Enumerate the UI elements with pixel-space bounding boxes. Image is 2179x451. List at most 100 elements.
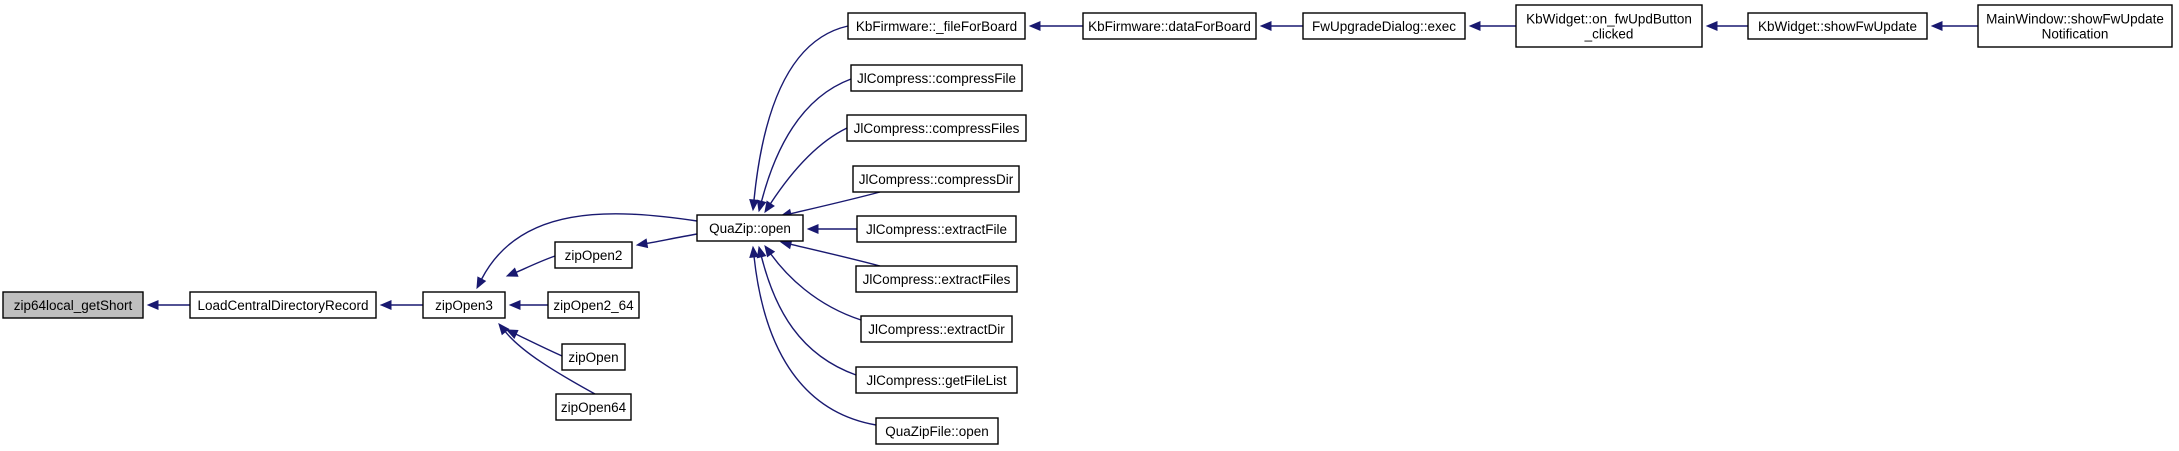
node-box bbox=[422, 291, 506, 319]
edge-n3-n2 bbox=[505, 255, 556, 277]
node-box bbox=[855, 366, 1018, 394]
node-jlcompress-extractdir[interactable]: JlCompress::extractDir bbox=[860, 315, 1013, 343]
node-label: zipOpen2 bbox=[565, 248, 623, 263]
edge-line bbox=[646, 233, 698, 245]
node-label: zipOpen64 bbox=[561, 400, 627, 415]
edge-n18-n17 bbox=[1259, 21, 1303, 31]
node-loadcentraldirectoryrecord[interactable]: LoadCentralDirectoryRecord bbox=[189, 291, 377, 319]
node-quazip-open[interactable]: QuaZip::open bbox=[696, 214, 804, 242]
node-label: JlCompress::compressFile bbox=[857, 71, 1016, 86]
node-jlcompress-extractfile[interactable]: JlCompress::extractFile bbox=[856, 215, 1017, 243]
node-label: KbWidget::on_fwUpdButton bbox=[1526, 12, 1692, 27]
edge-n5-n2 bbox=[505, 329, 563, 357]
node-jlcompress-getfilelist[interactable]: JlCompress::getFileList bbox=[855, 366, 1018, 394]
node-kbfirmware-fileforboard[interactable]: KbFirmware::_fileForBoard bbox=[847, 12, 1026, 40]
node-label: JlCompress::compressFiles bbox=[854, 121, 1020, 136]
node-jlcompress-compressdir[interactable]: JlCompress::compressDir bbox=[852, 165, 1020, 193]
arrowhead-icon bbox=[1259, 21, 1272, 31]
node-zipopen2[interactable]: zipOpen2 bbox=[554, 241, 633, 269]
node-box bbox=[1082, 12, 1257, 40]
node-box bbox=[696, 214, 804, 242]
edge-n21-n20 bbox=[1930, 21, 1978, 31]
edge-n2-n1 bbox=[379, 300, 423, 310]
node-box bbox=[846, 114, 1027, 142]
node-label: FwUpgradeDialog::exec bbox=[1312, 19, 1456, 34]
edge-n10-n7 bbox=[764, 127, 848, 214]
node-label: KbFirmware::_fileForBoard bbox=[856, 19, 1017, 34]
arrowhead-icon bbox=[749, 199, 759, 212]
node-jlcompress-compressfiles[interactable]: JlCompress::compressFiles bbox=[846, 114, 1027, 142]
node-box bbox=[855, 265, 1018, 293]
graph-nodes: zip64local_getShort LoadCentralDirectoryR… bbox=[2, 4, 2173, 445]
edge-n7-n3 bbox=[635, 233, 698, 249]
arrowhead-icon bbox=[1468, 21, 1481, 31]
arrowhead-icon bbox=[1705, 21, 1718, 31]
node-box bbox=[189, 291, 377, 319]
node-box bbox=[1977, 4, 2173, 48]
arrowhead-icon bbox=[764, 200, 775, 214]
edge-line bbox=[516, 255, 556, 273]
node-label: zip64local_getShort bbox=[14, 298, 133, 313]
edge-n7-n2 bbox=[476, 213, 698, 290]
arrowhead-icon bbox=[146, 300, 159, 310]
node-box bbox=[850, 64, 1023, 92]
edge-n9-n7 bbox=[756, 78, 852, 213]
node-label: _clicked bbox=[1584, 27, 1634, 42]
arrowhead-icon bbox=[505, 267, 519, 277]
arrowhead-icon bbox=[756, 199, 767, 213]
arrowhead-icon bbox=[764, 244, 776, 258]
node-label: JlCompress::compressDir bbox=[859, 172, 1014, 187]
arrowhead-icon bbox=[498, 323, 510, 336]
node-zipopen3[interactable]: zipOpen3 bbox=[422, 291, 506, 319]
node-label: zipOpen bbox=[568, 350, 618, 365]
graph-edges bbox=[146, 21, 1978, 426]
node-jlcompress-compressfile[interactable]: JlCompress::compressFile bbox=[850, 64, 1023, 92]
node-zipopen[interactable]: zipOpen bbox=[561, 343, 626, 371]
node-zipopen64[interactable]: zipOpen64 bbox=[555, 393, 632, 421]
edge-n6-n2 bbox=[498, 323, 596, 395]
node-label: JlCompress::extractDir bbox=[868, 322, 1005, 337]
node-label: Notification bbox=[2042, 27, 2109, 42]
edge-n1-n0 bbox=[146, 300, 190, 310]
edge-line bbox=[790, 243, 881, 267]
edge-line bbox=[769, 127, 848, 205]
node-fwupgradedialog-exec[interactable]: FwUpgradeDialog::exec bbox=[1302, 12, 1466, 40]
edge-n17-n8 bbox=[1028, 21, 1083, 31]
node-box bbox=[856, 215, 1017, 243]
edge-line bbox=[753, 25, 849, 201]
edge-n4-n2 bbox=[508, 300, 548, 310]
edge-n8-n7 bbox=[749, 25, 849, 212]
node-zip64local-getshort[interactable]: zip64local_getShort bbox=[2, 291, 144, 319]
node-kbwidget-on-fwupdbutton-clicked[interactable]: KbWidget::on_fwUpdButton_clicked bbox=[1515, 4, 1703, 48]
node-label: JlCompress::extractFiles bbox=[863, 272, 1011, 287]
node-kbfirmware-dataforboard[interactable]: KbFirmware::dataForBoard bbox=[1082, 12, 1257, 40]
node-label: zipOpen3 bbox=[435, 298, 493, 313]
edge-n12-n7 bbox=[806, 224, 858, 234]
node-jlcompress-extractfiles[interactable]: JlCompress::extractFiles bbox=[855, 265, 1018, 293]
node-box bbox=[554, 241, 633, 269]
edge-line bbox=[770, 253, 862, 321]
node-label: QuaZip::open bbox=[709, 221, 791, 236]
edge-line bbox=[760, 256, 857, 376]
arrowhead-icon bbox=[476, 276, 487, 290]
node-label: KbWidget::showFwUpdate bbox=[1758, 19, 1917, 34]
node-box bbox=[847, 12, 1026, 40]
node-zipopen2-64[interactable]: zipOpen2_64 bbox=[547, 291, 640, 319]
node-quazipfile-open[interactable]: QuaZipFile::open bbox=[875, 417, 999, 445]
edge-line bbox=[504, 331, 596, 395]
edge-line bbox=[480, 213, 698, 280]
edge-line bbox=[515, 333, 563, 357]
node-box bbox=[2, 291, 144, 319]
arrowhead-icon bbox=[508, 300, 521, 310]
node-kbwidget-showfwupdate[interactable]: KbWidget::showFwUpdate bbox=[1747, 12, 1928, 40]
edge-n15-n7 bbox=[756, 245, 857, 376]
node-box bbox=[1302, 12, 1466, 40]
edge-line bbox=[760, 78, 852, 202]
edge-n14-n7 bbox=[764, 244, 862, 321]
edge-n19-n18 bbox=[1468, 21, 1516, 31]
node-label: KbFirmware::dataForBoard bbox=[1088, 19, 1251, 34]
node-box bbox=[852, 165, 1020, 193]
node-label: JlCompress::getFileList bbox=[866, 373, 1007, 388]
